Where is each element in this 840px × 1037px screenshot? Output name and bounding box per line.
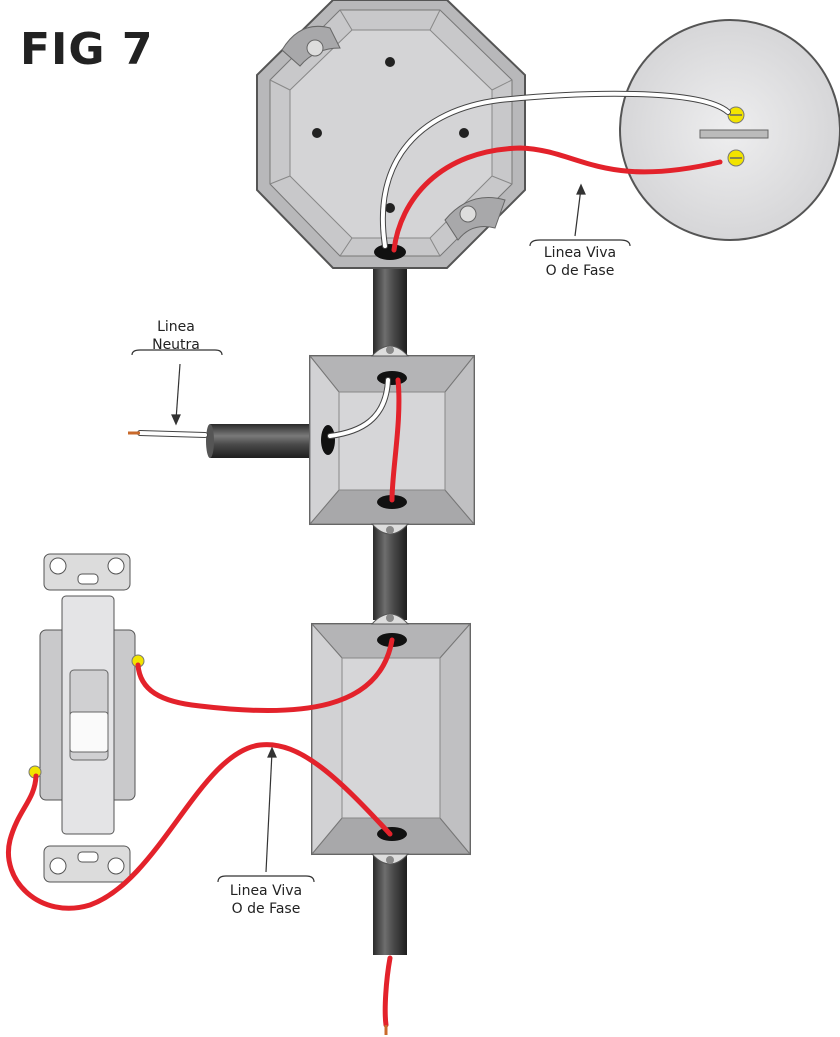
live-wire-label-top: Linea Viva O de Fase	[530, 244, 630, 280]
neutral-wire-label-line2: Neutra	[152, 337, 200, 353]
live-wire-label-top-line2: O de Fase	[545, 263, 615, 279]
live-wire	[6, 145, 723, 1035]
octagon-junction-box	[256, 0, 526, 269]
wall-switch	[28, 553, 145, 883]
live-wire-label-bottom-line2: O de Fase	[231, 901, 301, 917]
rectangular-switch-box	[310, 613, 472, 865]
neutral-wire-label: Linea Neutra	[130, 318, 222, 354]
lamp-holder	[619, 19, 840, 241]
square-junction-box	[308, 345, 476, 535]
live-wire-label-bottom: Linea Viva O de Fase	[214, 882, 318, 918]
neutral-wire-label-line1: Linea	[157, 319, 195, 335]
neutral-wire	[128, 90, 731, 439]
figure-title: FIG 7	[20, 24, 154, 75]
live-wire-label-top-line1: Linea Viva	[543, 245, 617, 261]
live-wire-label-bottom-line1: Linea Viva	[229, 883, 303, 899]
conduit-pipe	[373, 260, 407, 955]
leader-lines	[131, 183, 631, 883]
conduit-stub	[206, 424, 310, 458]
